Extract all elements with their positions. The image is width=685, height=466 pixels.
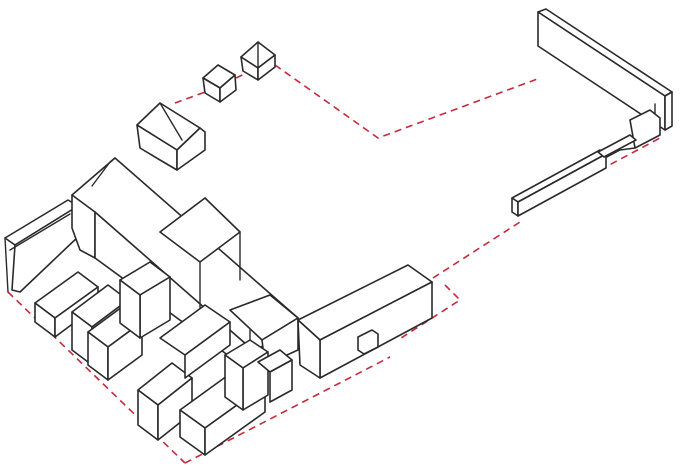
east-low-range	[511, 134, 637, 217]
small-house-middle	[202, 64, 237, 103]
boundary-segment-right	[432, 221, 521, 279]
small-house-right	[240, 41, 276, 81]
south-block-6	[159, 304, 231, 379]
south-block-3	[87, 306, 143, 381]
south-block-5	[137, 362, 193, 441]
west-wall	[4, 199, 81, 293]
east-long-range	[297, 264, 433, 379]
boundary-segment-top	[274, 64, 541, 139]
arched-wing	[229, 294, 299, 366]
boundary-segment-north	[174, 91, 206, 104]
south-block-9	[257, 349, 293, 403]
east-wall-building	[537, 8, 673, 159]
south-block-4	[119, 261, 171, 339]
small-house-left	[136, 102, 206, 171]
south-block-8	[224, 339, 269, 411]
